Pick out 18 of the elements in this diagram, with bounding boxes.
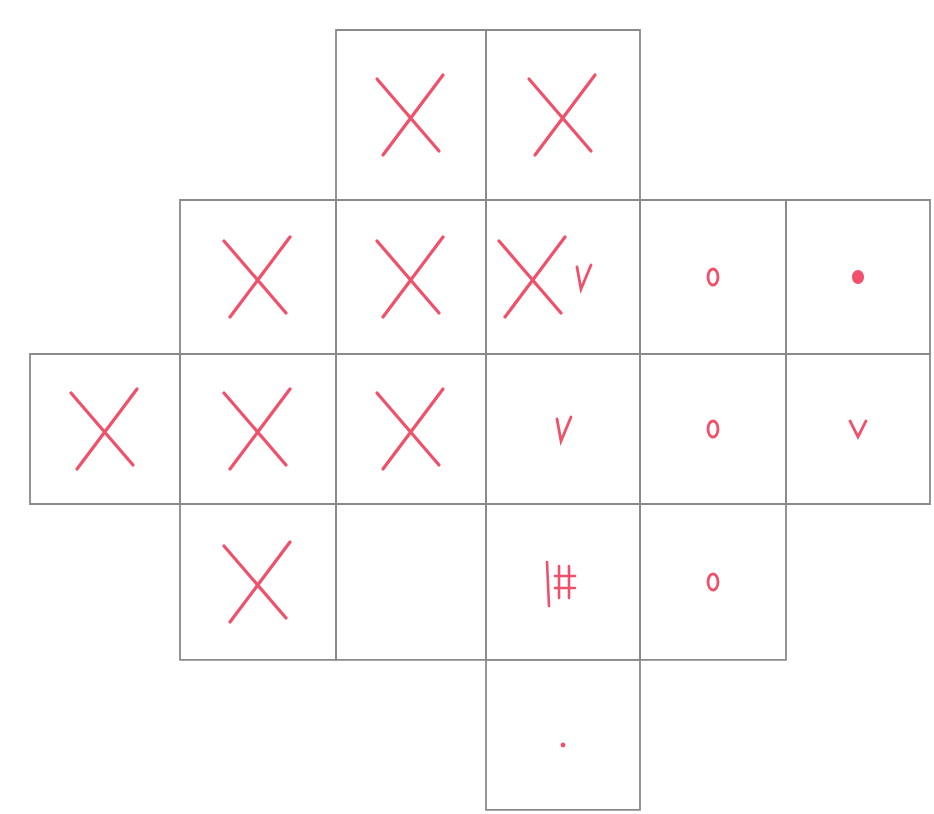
grid-cell	[639, 353, 787, 505]
grid-cell	[485, 199, 641, 355]
grid-cell	[485, 353, 641, 505]
grid-cell	[335, 503, 487, 661]
grid-cell	[485, 29, 641, 201]
grid-cell	[335, 29, 487, 201]
grid-cell	[639, 199, 787, 355]
grid-cell	[179, 503, 337, 661]
grid-cell	[179, 353, 337, 505]
grid-cell	[29, 353, 181, 505]
grid-cell	[335, 199, 487, 355]
grid-cell	[639, 503, 787, 661]
grid-cell	[485, 659, 641, 811]
grid-cell	[785, 199, 931, 355]
grid-cell	[785, 353, 931, 505]
grid-cell	[335, 353, 487, 505]
grid-cell	[485, 503, 641, 661]
grid-cell	[179, 199, 337, 355]
